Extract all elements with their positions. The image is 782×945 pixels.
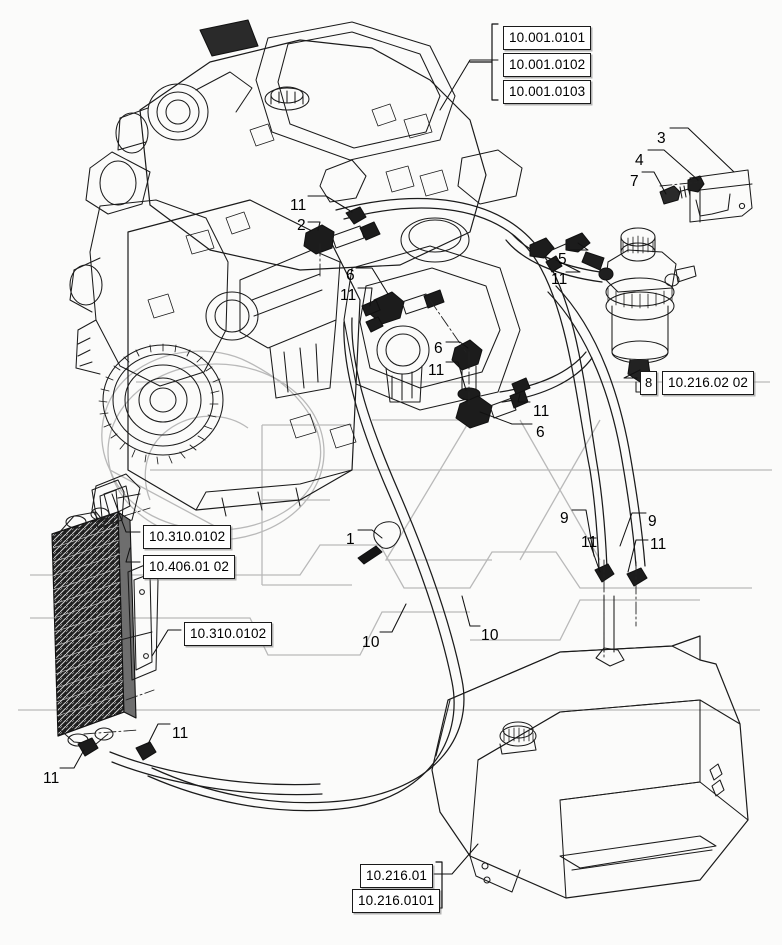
fuel-cooler-assembly	[51, 479, 159, 747]
item-number-10-a[interactable]: 10	[362, 634, 380, 651]
item-number-6-b[interactable]: 6	[434, 340, 443, 357]
item-number-11-g[interactable]: 11	[650, 536, 667, 553]
item-number-9-a[interactable]: 9	[560, 510, 569, 527]
item-number-box-8[interactable]: 8	[640, 371, 658, 395]
reference-box-engine-1[interactable]: 10.001.0101	[503, 26, 592, 50]
fuel-hoses	[109, 198, 646, 812]
item-number-11-b[interactable]: 11	[551, 271, 568, 288]
leader-lines	[59, 59, 735, 875]
engine-assembly	[69, 19, 523, 529]
item-number-1[interactable]: 1	[346, 531, 355, 548]
item-number-3[interactable]: 3	[657, 130, 666, 147]
item-number-5[interactable]: 5	[558, 251, 567, 268]
item-number-10-b[interactable]: 10	[481, 627, 499, 644]
reference-box-engine-2[interactable]: 10.001.0102	[503, 53, 592, 77]
reference-box-tank-1[interactable]: 10.216.01	[360, 864, 433, 888]
reference-group-bracket	[469, 23, 499, 101]
item-number-11-a[interactable]: 11	[290, 197, 307, 214]
mounting-bracket-assembly	[659, 169, 753, 223]
item-number-11-c[interactable]: 11	[340, 287, 357, 304]
item-number-9-b[interactable]: 9	[648, 513, 657, 530]
item-number-4[interactable]: 4	[635, 152, 644, 169]
item-number-2[interactable]: 2	[297, 217, 306, 234]
item-number-11-h[interactable]: 11	[172, 725, 189, 742]
reference-box-cooler-2[interactable]: 10.310.0102	[184, 622, 273, 646]
item-number-11-i[interactable]: 11	[43, 770, 60, 787]
item-number-7[interactable]: 7	[630, 173, 639, 190]
reference-box-tank-2[interactable]: 10.216.0101	[352, 889, 441, 913]
item-number-11-e[interactable]: 11	[533, 403, 550, 420]
reference-box-fuel-lines[interactable]: 10.406.01 02	[143, 555, 236, 579]
item-number-6-c[interactable]: 6	[536, 424, 545, 441]
item-number-11-d[interactable]: 11	[428, 362, 445, 379]
item-number-11-f[interactable]: 11	[581, 534, 598, 551]
assembly-axis-lines	[83, 181, 701, 735]
reference-box-engine-3[interactable]: 10.001.0103	[503, 80, 592, 104]
reference-box-fuel-filter[interactable]: 10.216.02 02	[662, 371, 755, 395]
fuel-tank-assembly	[431, 595, 749, 899]
fuel-filter-assembly	[581, 227, 697, 393]
reference-box-cooler-1[interactable]: 10.310.0102	[143, 525, 232, 549]
item-number-6-a[interactable]: 6	[346, 267, 355, 284]
